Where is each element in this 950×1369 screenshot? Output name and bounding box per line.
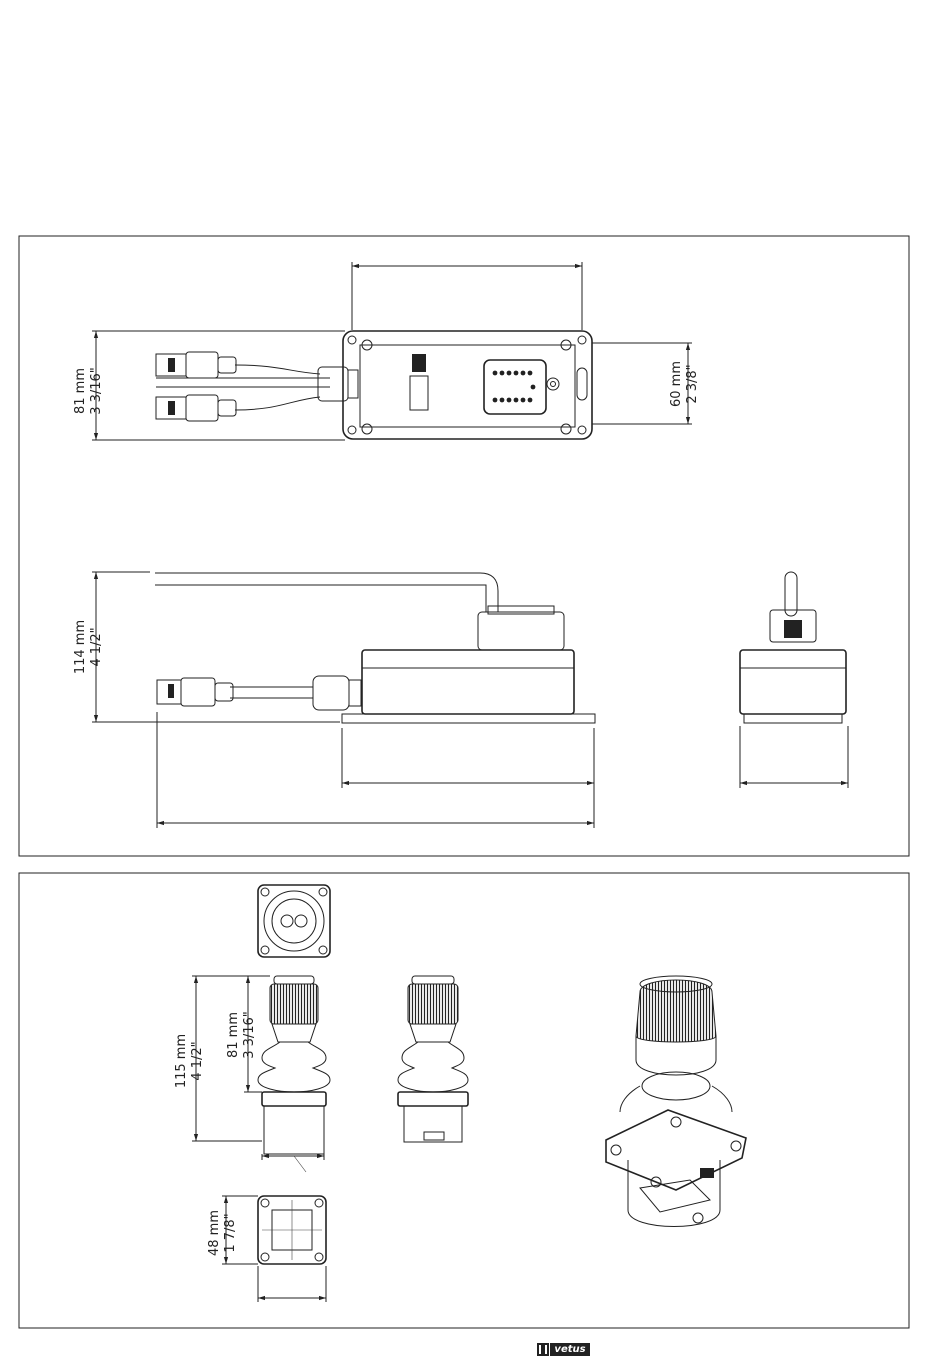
joystick-total-label: 115 mm 4 1/2" [174, 1011, 208, 1111]
joystick-total-in: 4 1/2" [190, 1011, 206, 1111]
side-view-height-label: 114 mm 4 1/2" [73, 597, 107, 697]
joystick-above-in: 3 3/16" [242, 985, 258, 1085]
top-view-mount-mm: 60 mm [669, 334, 685, 434]
top-view-height-label: 81 mm 3 3/16" [73, 341, 107, 441]
top-view-mount-label: 60 mm 2 3/8" [669, 334, 703, 434]
joystick-above-mm: 81 mm [226, 985, 242, 1085]
joystick-base-in: 1 7/8" [223, 1183, 239, 1283]
top-view-mount-in: 2 3/8" [685, 334, 701, 434]
joystick-base-mm: 48 mm [207, 1183, 223, 1283]
top-view-height-in: 3 3/16" [89, 341, 105, 441]
top-view-height-mm: 81 mm [73, 341, 89, 441]
joystick-above-label: 81 mm 3 3/16" [226, 985, 260, 1085]
joystick-base-label: 48 mm 1 7/8" [207, 1183, 241, 1283]
side-view-height-in: 4 1/2" [89, 597, 105, 697]
joystick-total-mm: 115 mm [174, 1011, 190, 1111]
side-view-height-mm: 114 mm [73, 597, 89, 697]
vetus-logo-text: vetus [550, 1343, 590, 1356]
